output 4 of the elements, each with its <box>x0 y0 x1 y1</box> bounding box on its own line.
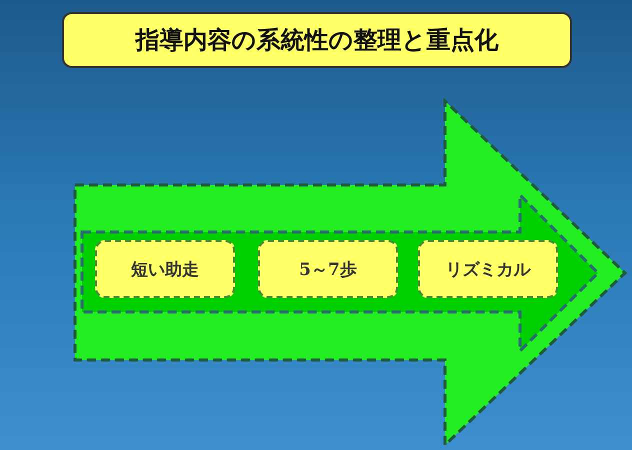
title-banner: 指導内容の系統性の整理と重点化 <box>62 12 572 68</box>
text-box: 短い助走 <box>95 240 235 298</box>
text-box: リズミカル <box>418 240 558 298</box>
text-box: 5～7歩 <box>258 240 398 298</box>
